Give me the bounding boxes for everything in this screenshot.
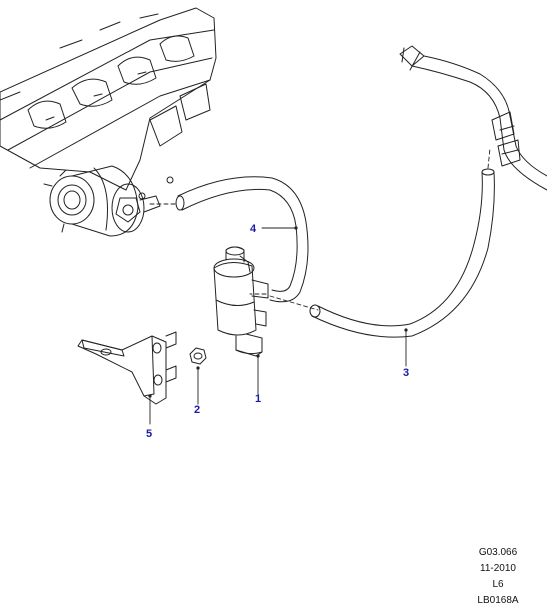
nut [189, 347, 207, 365]
callout-2: 2 [194, 404, 200, 416]
throttle-body [43, 165, 161, 237]
callout-4: 4 [250, 223, 257, 235]
reference-block: G03.066 11-2010 L6 LB0168A [463, 545, 533, 609]
illustration-id: LB0168A [477, 595, 519, 606]
hose-3 [309, 168, 495, 338]
hose-4 [175, 176, 309, 303]
callout-3: 3 [403, 367, 409, 379]
callout-1: 1 [255, 393, 261, 405]
intake-manifold [0, 7, 217, 200]
bracket [77, 331, 177, 405]
upper-hose [399, 45, 547, 191]
leader-lines [149, 227, 407, 425]
reference-model: L6 [492, 579, 504, 590]
reference-date: 11-2010 [480, 563, 516, 574]
solenoid-valve [213, 246, 269, 357]
reference-code: G03.066 [478, 547, 518, 558]
callout-5: 5 [146, 428, 152, 440]
